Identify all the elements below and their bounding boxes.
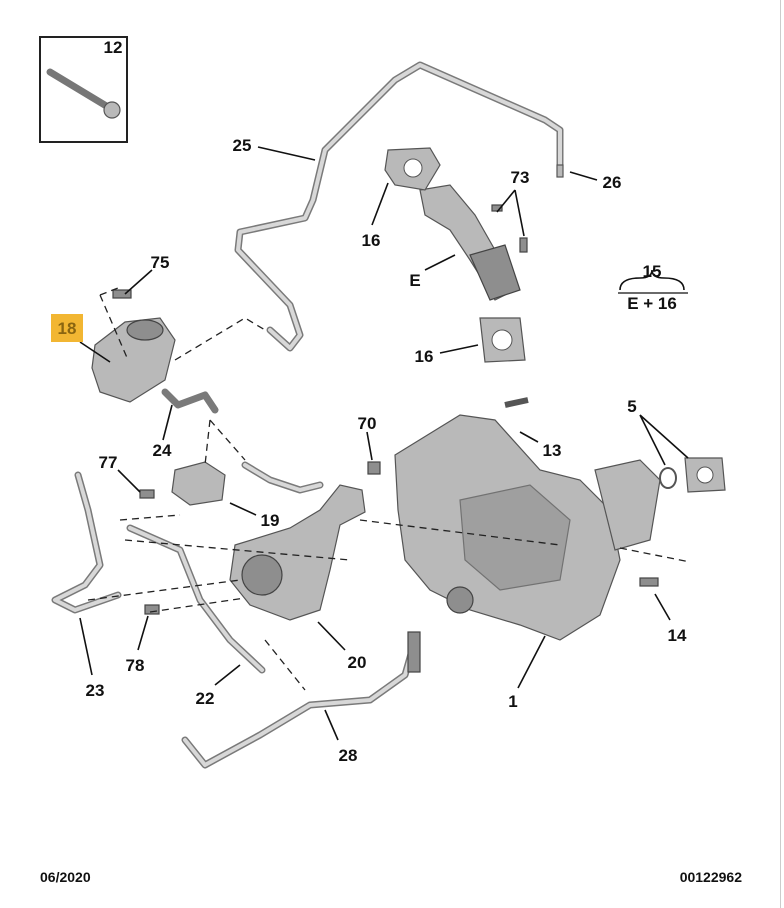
highlight-18 xyxy=(51,314,83,342)
footer-ref: 00122962 xyxy=(679,869,742,885)
callout-14: 14 xyxy=(668,626,687,645)
harness-28 xyxy=(181,636,419,769)
callout-15-sub: E + 16 xyxy=(627,294,677,313)
sensor-19 xyxy=(139,461,226,506)
footer-date: 06/2020 xyxy=(40,869,91,885)
callout-e: E xyxy=(409,271,420,290)
callout-20: 20 xyxy=(348,653,367,672)
callout-13: 13 xyxy=(543,441,562,460)
nut-70 xyxy=(367,461,381,475)
bolt-73b xyxy=(519,237,528,253)
callout-77: 77 xyxy=(99,453,118,472)
svg-text:12: 12 xyxy=(104,38,123,57)
callout-23: 23 xyxy=(86,681,105,700)
bolt-14 xyxy=(639,577,659,587)
callout-15: 15 xyxy=(643,262,662,281)
callout-25: 25 xyxy=(233,136,252,155)
callout-19: 19 xyxy=(261,511,280,530)
callout-75: 75 xyxy=(151,253,170,272)
callout-26: 26 xyxy=(603,173,622,192)
bolt-77 xyxy=(139,489,155,499)
ring-5 xyxy=(659,467,677,489)
callout-18[interactable]: 18 xyxy=(58,319,77,338)
callout-70: 70 xyxy=(358,414,377,433)
hose-24 xyxy=(161,388,219,414)
bolt-75 xyxy=(112,289,132,299)
callout-73: 73 xyxy=(511,168,530,187)
callout-28: 28 xyxy=(339,746,358,765)
callout-1: 1 xyxy=(508,692,517,711)
callout-22: 22 xyxy=(196,689,215,708)
pipe-elbow-e xyxy=(384,147,528,363)
stud-13 xyxy=(504,397,529,408)
valve-18 xyxy=(91,289,176,403)
callout-16-lower: 16 xyxy=(415,347,434,366)
page-edge xyxy=(780,0,781,908)
callout-24: 24 xyxy=(153,441,172,460)
callout-16-upper: 16 xyxy=(362,231,381,250)
pipe-25 xyxy=(234,61,564,352)
callout-5: 5 xyxy=(627,397,636,416)
inset-bolt-12: 12 xyxy=(39,36,128,143)
pipe-23 xyxy=(51,471,122,614)
egr-cooler-1 xyxy=(367,397,726,641)
callout-78: 78 xyxy=(126,656,145,675)
throttle-body-20 xyxy=(144,484,366,621)
bolt-78 xyxy=(144,604,160,615)
